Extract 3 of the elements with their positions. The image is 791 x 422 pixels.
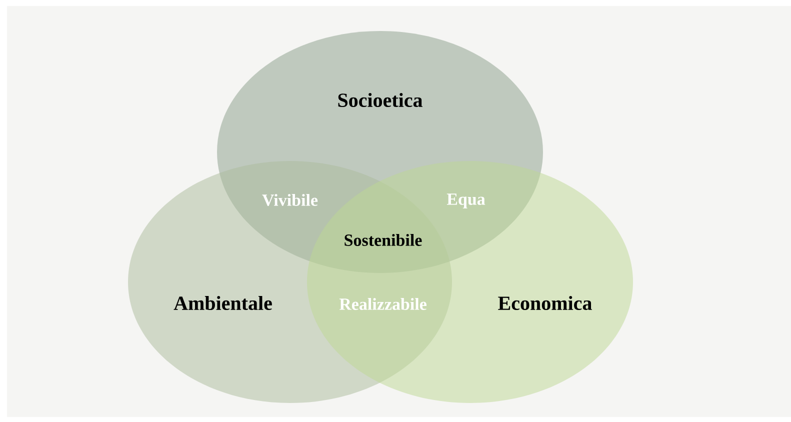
overlap-label: Vivibile — [262, 194, 318, 206]
overlap-label: Realizzabile — [339, 298, 426, 310]
overlap-label: Sostenibile — [344, 234, 422, 246]
